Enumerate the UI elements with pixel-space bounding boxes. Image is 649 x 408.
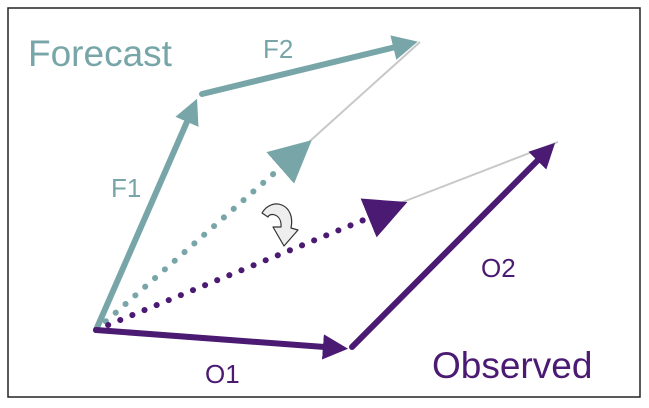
label-f2: F2 [263,34,293,64]
forecast-sum-guide-line [299,41,421,151]
forecast-vector-f1 [93,98,199,333]
label-o2: O2 [481,253,516,283]
observed-resultant-dotted-arrow [93,198,408,333]
rotate-clockwise-icon [261,203,299,247]
forecast-title: Forecast [28,33,173,74]
forecast-vector-f2 [199,35,418,97]
observed-vector-o2 [349,142,556,350]
forecast-resultant-dotted-arrow [93,140,312,333]
observed-sum-guide-line [394,141,559,206]
observed-vector-o1 [93,327,349,360]
diagram-border [7,7,641,398]
observed-title: Observed [432,345,592,386]
label-o1: O1 [205,359,240,389]
label-f1: F1 [111,173,141,203]
